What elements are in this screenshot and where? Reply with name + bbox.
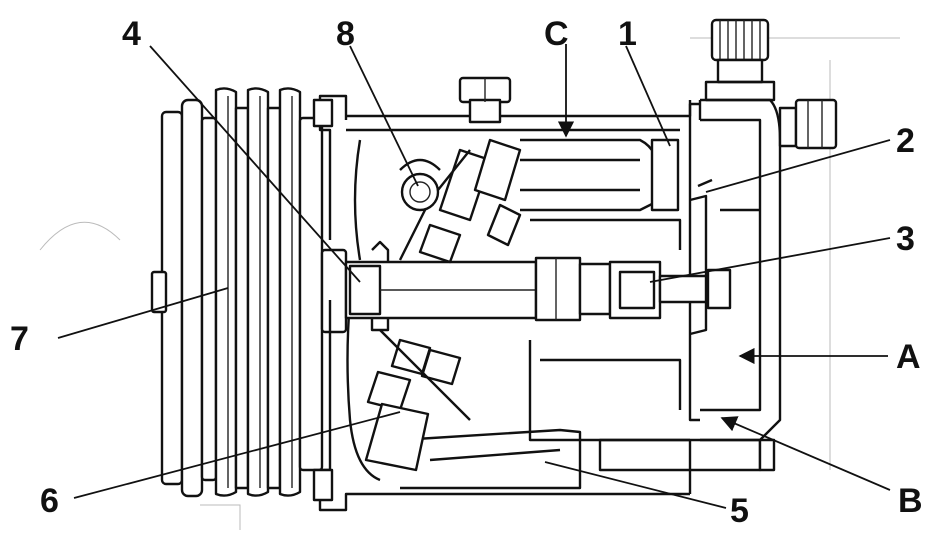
callout-C: C	[544, 15, 569, 53]
compressor-housing	[312, 76, 700, 512]
service-fitting	[704, 18, 838, 150]
leader-2	[705, 139, 891, 193]
callout-1: 1	[618, 15, 637, 53]
leader-1	[625, 45, 671, 147]
leader-B	[720, 416, 891, 491]
callout-7: 7	[10, 320, 29, 358]
leader-3	[649, 237, 891, 283]
control-valve	[534, 256, 732, 322]
drive-shaft	[344, 240, 538, 332]
leader-4	[149, 45, 361, 283]
pulley-assembly	[150, 87, 348, 498]
leader-7	[57, 287, 229, 339]
callout-labels: 4 8 C 1 2 3 A 7 6 5 B	[10, 15, 923, 530]
leader-5	[544, 461, 727, 509]
callout-3: 3	[896, 220, 915, 258]
piston-lower	[364, 329, 471, 472]
internal-chambers	[399, 138, 690, 490]
callout-8: 8	[336, 15, 355, 53]
bolt-8	[399, 158, 441, 212]
callout-4: 4	[122, 15, 141, 53]
piston-upper	[398, 138, 522, 264]
leader-8	[349, 45, 419, 187]
callout-A: A	[896, 338, 921, 376]
leader-6	[73, 411, 401, 499]
valve-plate	[689, 178, 713, 336]
callout-B: B	[898, 482, 923, 520]
callout-6: 6	[40, 482, 59, 520]
callout-2: 2	[896, 122, 915, 160]
callout-5: 5	[730, 492, 749, 530]
leader-lines	[57, 44, 891, 509]
